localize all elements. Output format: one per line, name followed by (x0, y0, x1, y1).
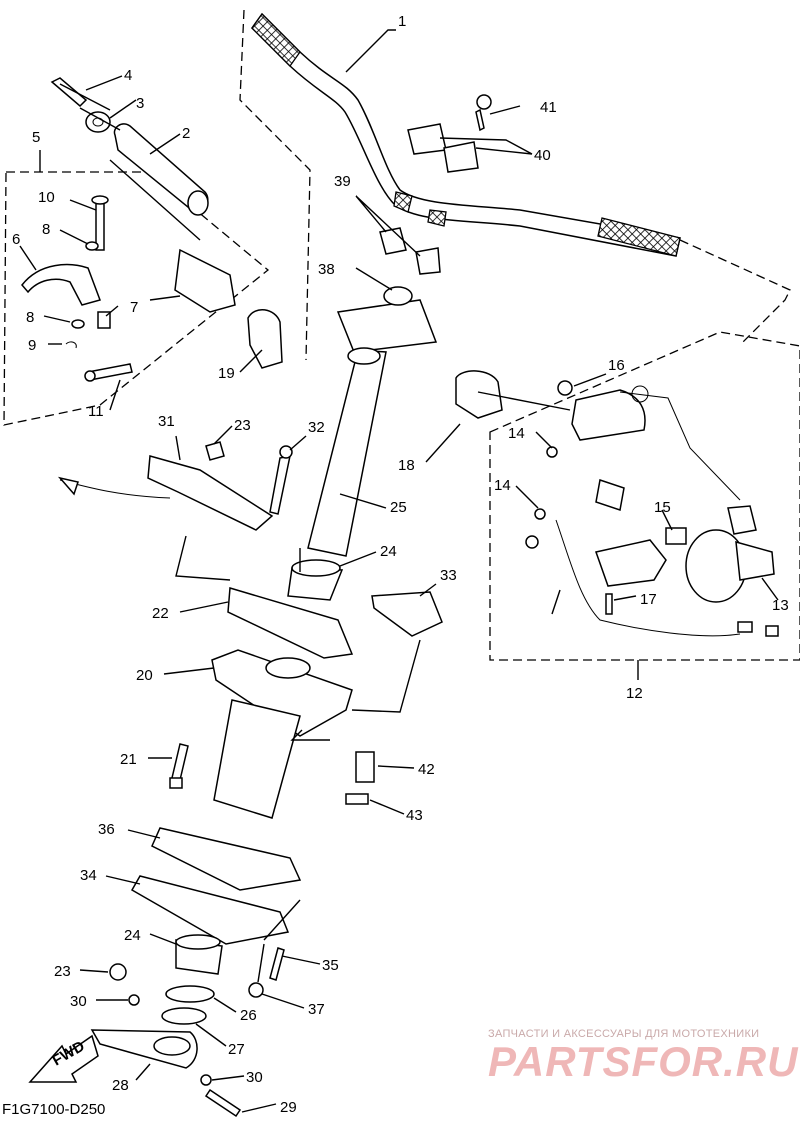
callout-31: 31 (158, 413, 175, 430)
fwd-arrow: FWD (28, 1034, 99, 1083)
diagram-code: F1G7100-D250 (2, 1101, 106, 1118)
callout-2: 2 (182, 125, 190, 142)
callout-28: 28 (112, 1077, 129, 1094)
callout-35: 35 (322, 957, 339, 974)
callout-23a: 23 (234, 417, 251, 434)
callout-13: 13 (772, 597, 789, 614)
callout-42: 42 (418, 761, 435, 778)
callout-22: 22 (152, 605, 169, 622)
callout-3: 3 (136, 95, 144, 112)
leader-lines (19, 29, 779, 1113)
callout-labels: 1 2 3 4 5 6 7 8 8 9 10 11 12 13 14 14 15… (12, 13, 789, 1116)
callout-17: 17 (640, 591, 657, 608)
callout-21: 21 (120, 751, 137, 768)
callout-16: 16 (608, 357, 625, 374)
callout-40: 40 (534, 147, 551, 164)
callout-4: 4 (124, 67, 132, 84)
callout-7: 7 (130, 299, 138, 316)
callout-8b: 8 (26, 309, 34, 326)
callout-14a: 14 (508, 425, 525, 442)
right-switch-assembly (455, 331, 800, 661)
callout-33: 33 (440, 567, 457, 584)
callout-6: 6 (12, 231, 20, 248)
callout-12: 12 (626, 685, 643, 702)
callout-24a: 24 (380, 543, 397, 560)
callout-5: 5 (32, 129, 40, 146)
callout-38: 38 (318, 261, 335, 278)
handlebar-outline (239, 9, 791, 361)
watermark-tagline: ЗАПЧАСТИ И АКСЕССУАРЫ ДЛЯ МОТОТЕХНИКИ (488, 1028, 760, 1040)
callout-39: 39 (334, 173, 351, 190)
callout-30a: 30 (70, 993, 87, 1010)
callout-18: 18 (398, 457, 415, 474)
callout-29: 29 (280, 1099, 297, 1116)
callout-26: 26 (240, 1007, 257, 1024)
callout-14b: 14 (494, 477, 511, 494)
handlebar (251, 12, 681, 257)
callout-9: 9 (28, 337, 36, 354)
callout-41: 41 (540, 99, 557, 116)
callout-34: 34 (80, 867, 97, 884)
watermark-brand: PARTSFOR.RU (488, 1038, 799, 1085)
steering-column (57, 94, 492, 1118)
callout-43: 43 (406, 807, 423, 824)
callout-20: 20 (136, 667, 153, 684)
callout-25: 25 (390, 499, 407, 516)
callout-19: 19 (218, 365, 235, 382)
callout-37: 37 (308, 1001, 325, 1018)
callout-8a: 8 (42, 221, 50, 238)
callout-27: 27 (228, 1041, 245, 1058)
callout-11: 11 (88, 403, 104, 420)
callout-10: 10 (38, 189, 55, 206)
callout-24b: 24 (124, 927, 141, 944)
callout-1: 1 (398, 13, 406, 30)
callout-15: 15 (654, 499, 671, 516)
callout-23b: 23 (54, 963, 71, 980)
callout-36: 36 (98, 821, 115, 838)
callout-30b: 30 (246, 1069, 263, 1086)
callout-32: 32 (308, 419, 325, 436)
left-grip-assembly (3, 77, 283, 426)
